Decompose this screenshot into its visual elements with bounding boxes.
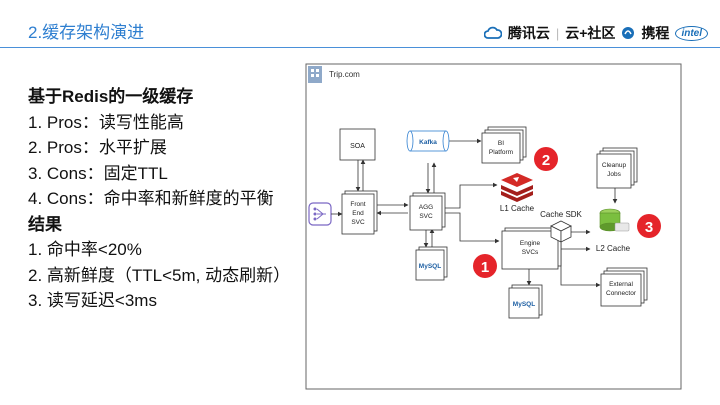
frontend-box bbox=[341, 193, 375, 235]
architecture-diagram: Trip.com SOA Kafka BI Platform Front End bbox=[305, 63, 682, 390]
gateway-icon bbox=[308, 202, 332, 226]
badge-2: 2 bbox=[534, 147, 558, 171]
agg-line2: SVC bbox=[419, 213, 433, 220]
community-logo-text: 云+社区 bbox=[565, 25, 616, 41]
list-item: 4. Cons：命中率和新鲜度的平衡 bbox=[28, 189, 274, 208]
l2-cache-label: L2 Cache bbox=[596, 244, 631, 253]
cube-icon bbox=[550, 220, 572, 243]
cleanup-jobs-box bbox=[596, 153, 632, 189]
kafka-node bbox=[406, 130, 450, 152]
heading-results: 结果 bbox=[28, 214, 62, 234]
bi-label-line2: Platform bbox=[489, 149, 513, 156]
content-list: 基于Redis的一级缓存 1. Pros：读写性能高 2. Pros：水平扩展 … bbox=[28, 84, 318, 314]
badge-2-text: 2 bbox=[542, 152, 550, 169]
intel-logo: intel bbox=[675, 25, 708, 41]
badge-3: 3 bbox=[637, 214, 661, 238]
engine-svcs-box bbox=[501, 230, 559, 270]
ctrip-logo-text: 携程 bbox=[641, 25, 670, 41]
badge-1: 1 bbox=[473, 254, 497, 278]
agg-svc-box bbox=[409, 195, 443, 231]
result-item: 2. 高新鲜度（TTL<5m, 动态刷新） bbox=[28, 265, 291, 285]
mysql-engine-box bbox=[508, 287, 540, 319]
result-item: 1. 命中率<20% bbox=[28, 240, 142, 259]
bi-platform-box bbox=[481, 132, 521, 164]
external-connector-box bbox=[600, 273, 642, 307]
logo-separator: | bbox=[555, 25, 560, 41]
badge-3-text: 3 bbox=[645, 219, 653, 236]
kafka-label: Kafka bbox=[419, 139, 437, 146]
heading-redis-l1: 基于Redis的一级缓存 bbox=[28, 87, 194, 106]
l1-cache-label: L1 Cache bbox=[500, 204, 535, 213]
site-label: Trip.com bbox=[329, 70, 360, 79]
engine-line2: SVCs bbox=[522, 249, 539, 256]
slide-title: 2.缓存架构演进 bbox=[28, 23, 145, 42]
tencent-cloud-icon bbox=[483, 26, 502, 39]
list-item: 3. Cons：固定TTL bbox=[28, 163, 168, 183]
cleanup-line2: Jobs bbox=[607, 171, 621, 178]
badge-1-text: 1 bbox=[481, 259, 489, 276]
soa-label: SOA bbox=[350, 143, 365, 150]
agg-line1: AGG bbox=[419, 204, 433, 211]
mysql-agg-box bbox=[415, 249, 445, 281]
mysql-agg-label: MySQL bbox=[419, 263, 441, 270]
engine-line1: Engine bbox=[520, 240, 541, 247]
list-item: 1. Pros：读写性能高 bbox=[28, 112, 184, 132]
bi-label-line1: BI bbox=[498, 140, 504, 147]
ssd-icon bbox=[599, 208, 630, 232]
title-underline bbox=[0, 47, 720, 48]
ctrip-logo-icon bbox=[622, 27, 635, 39]
cache-sdk-label: Cache SDK bbox=[540, 210, 582, 219]
building-icon bbox=[308, 66, 322, 83]
external-line1: External bbox=[609, 281, 633, 288]
result-item: 3. 读写延迟<3ms bbox=[28, 291, 157, 310]
list-item: 2. Pros：水平扩展 bbox=[28, 138, 167, 157]
soa-box bbox=[339, 128, 376, 161]
external-line2: Connector bbox=[606, 290, 637, 297]
mysql-engine-label: MySQL bbox=[513, 301, 535, 308]
redis-icon bbox=[501, 173, 533, 202]
tencent-logo-text: 腾讯云 bbox=[507, 25, 550, 41]
frontend-line3: SVC bbox=[351, 219, 365, 226]
frontend-line1: Front bbox=[350, 201, 365, 208]
logo-bar: 腾讯云 | 云+社区 携程 intel bbox=[483, 22, 708, 44]
frontend-line2: End bbox=[352, 210, 364, 217]
cleanup-line1: Cleanup bbox=[602, 162, 627, 169]
